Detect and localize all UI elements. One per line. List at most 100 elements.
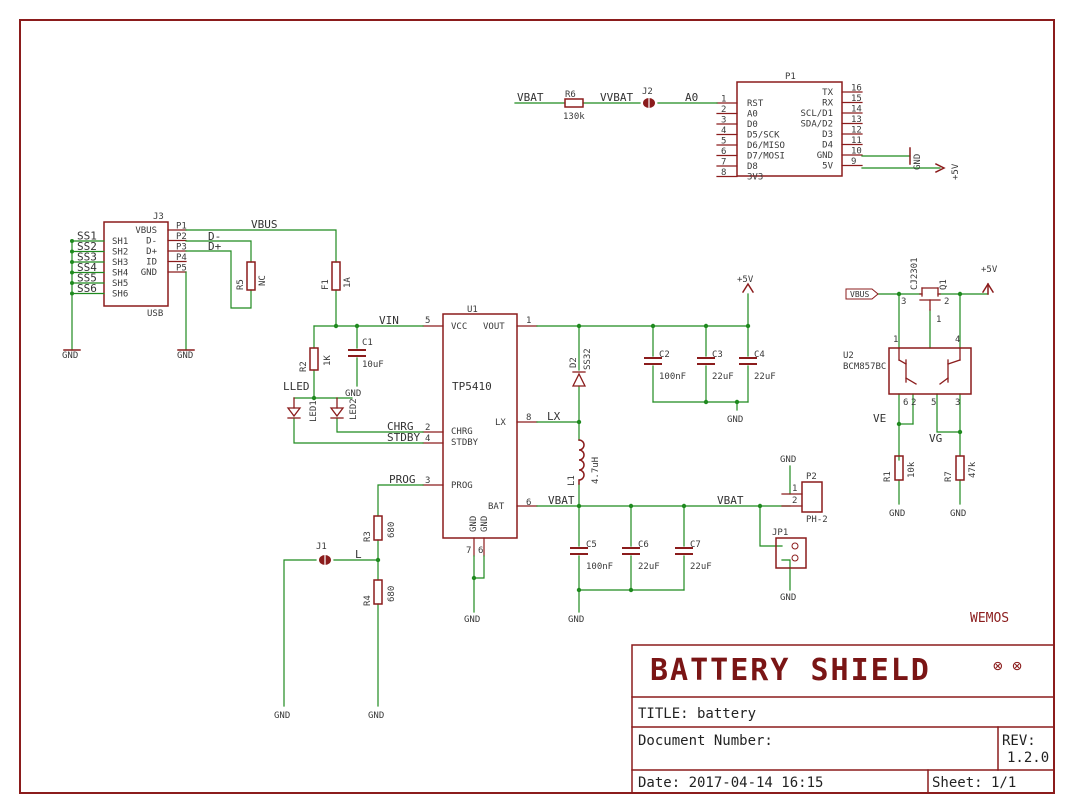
svg-text:GND: GND: [480, 516, 490, 532]
r5-resistor: R5 NC: [236, 261, 268, 291]
svg-text:C1: C1: [362, 338, 373, 348]
jp1-jumper: JP1: [772, 528, 807, 569]
svg-text:22uF: 22uF: [712, 372, 734, 382]
title-block: [631, 644, 1055, 794]
svg-text:+5V: +5V: [737, 275, 754, 285]
r2-resistor: R2 1K: [299, 347, 333, 372]
svg-text:GND: GND: [62, 351, 78, 361]
j3-pin-label: VBUS: [135, 226, 157, 236]
f1-fuse: F1 1A: [321, 261, 353, 291]
svg-text:6: 6: [526, 498, 531, 508]
svg-text:C5: C5: [586, 540, 597, 550]
j3-pin-label: ID: [146, 258, 157, 268]
net-vbat-top: VBAT: [517, 91, 544, 104]
svg-text:+5V: +5V: [951, 163, 961, 180]
svg-text:4: 4: [955, 335, 960, 345]
svg-text:GND: GND: [950, 509, 966, 519]
svg-text:R4: R4: [363, 595, 373, 606]
j3-pin-number: P4: [176, 253, 187, 263]
svg-text:C6: C6: [638, 540, 649, 550]
svg-text:VCC: VCC: [451, 322, 467, 332]
p1-pin-label: D6/MISO: [747, 141, 785, 151]
svg-text:2: 2: [425, 423, 430, 433]
svg-text:2: 2: [792, 496, 797, 506]
title-field: TITLE: battery: [638, 706, 756, 722]
svg-text:1: 1: [936, 315, 941, 325]
d2-diode: [571, 371, 587, 387]
p1-pin-number: 9: [851, 157, 856, 167]
svg-text:BAT: BAT: [488, 502, 505, 512]
svg-text:U2: U2: [843, 351, 854, 361]
svg-text:NC: NC: [258, 275, 268, 286]
c1-capacitor: [348, 349, 366, 357]
svg-text:C3: C3: [712, 350, 723, 360]
svg-text:1A: 1A: [343, 277, 353, 288]
net-l: L: [355, 548, 362, 561]
svg-text:GND: GND: [464, 615, 480, 625]
net-vbus: VBUS: [251, 218, 278, 231]
j3-shield-net: SS4: [77, 261, 97, 274]
l1-inductor: [578, 439, 585, 485]
led2-diode: [329, 397, 345, 419]
svg-text:GND: GND: [889, 509, 905, 519]
j3-shield-label: SH4: [112, 269, 128, 279]
net-vbat-p2: VBAT: [717, 494, 744, 507]
r3-resistor: R3 680: [363, 515, 397, 542]
svg-text:GND: GND: [780, 455, 796, 465]
svg-text:R7: R7: [944, 471, 954, 482]
p1-pin-number: 14: [851, 105, 862, 115]
j3-pin-number: P2: [176, 232, 187, 242]
date-field: Date: 2017-04-14 16:15: [638, 775, 823, 791]
svg-text:C4: C4: [754, 350, 765, 360]
svg-text:LED1: LED1: [309, 400, 319, 422]
p1-pin-label: TX: [822, 88, 833, 98]
p1-pin-number: 3: [721, 116, 726, 126]
q1-mosfet: [919, 287, 941, 311]
svg-text:CJ2301: CJ2301: [910, 257, 920, 290]
svg-text:STDBY: STDBY: [451, 438, 479, 448]
svg-text:GND: GND: [368, 711, 384, 721]
title-symbol: ⊗ ⊗: [993, 656, 1022, 675]
p1-pin-number: 10: [851, 147, 862, 157]
svg-text:PROG: PROG: [451, 481, 473, 491]
p1-pin-number: 11: [851, 136, 862, 146]
svg-text:130k: 130k: [563, 112, 585, 122]
j2-jumper: J2: [642, 87, 655, 110]
p1-pin-number: 7: [721, 158, 726, 168]
svg-text:PH-2: PH-2: [806, 515, 828, 525]
svg-text:100nF: 100nF: [659, 372, 686, 382]
revision-label: REV:: [1002, 733, 1036, 749]
net-vvbat: VVBAT: [600, 91, 633, 104]
svg-text:CHRG: CHRG: [451, 427, 473, 437]
j3-shield-label: SH2: [112, 248, 128, 258]
svg-text:2: 2: [911, 398, 916, 408]
p1-pin-label: A0: [747, 110, 758, 120]
svg-text:Q1: Q1: [939, 279, 949, 290]
p1-pin-label: D3: [822, 130, 833, 140]
p1-pin-number: 5: [721, 137, 726, 147]
net-lled: LLED: [283, 380, 310, 393]
svg-text:10uF: 10uF: [362, 360, 384, 370]
net-stdby: STDBY: [387, 431, 420, 444]
p1-pin-number: 12: [851, 126, 862, 136]
svg-text:22uF: 22uF: [754, 372, 776, 382]
svg-text:BCM857BC: BCM857BC: [843, 362, 886, 372]
p1-pin-number: 8: [721, 168, 726, 178]
j3-shield-label: SH3: [112, 258, 128, 268]
svg-text:L1: L1: [567, 475, 577, 486]
net-vin: VIN: [379, 314, 399, 327]
revision-value: 1.2.0: [1007, 750, 1049, 766]
svg-text:R3: R3: [363, 531, 373, 542]
r4-resistor: R4 680: [363, 579, 397, 606]
svg-text:VBUS: VBUS: [850, 290, 869, 299]
svg-text:LED2: LED2: [349, 398, 359, 420]
j3-pin-label: GND: [141, 268, 157, 278]
vbus-flag: VBUS: [845, 288, 879, 300]
u1-tp5410: U1 TP5410 VCC VOUT CHRG STDBY LX PROG BA…: [422, 305, 538, 557]
p1-pin-number: 15: [851, 94, 862, 104]
p1-pin-label: SDA/D2: [800, 120, 833, 130]
p1-pin-label: D4: [822, 141, 833, 151]
j3-shield-net: SS5: [77, 272, 97, 285]
svg-text:47k: 47k: [968, 461, 978, 478]
